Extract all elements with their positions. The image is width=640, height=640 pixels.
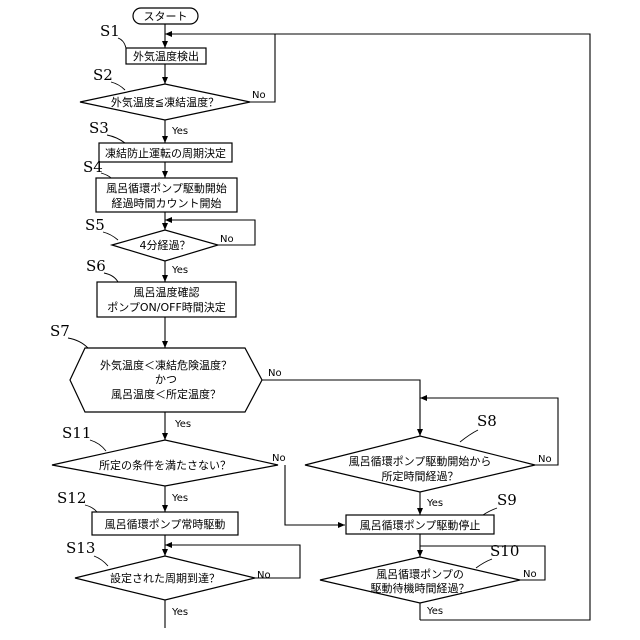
- s10-label: S10: [490, 542, 519, 560]
- s5-leader: [103, 232, 118, 240]
- s6-line2: ポンプON/OFF時間決定: [107, 300, 226, 314]
- step-s1: 外気温度検出 S1: [100, 22, 206, 64]
- step-s12: 風呂循環ポンプ常時駆動 S12: [57, 489, 238, 535]
- s10-line2: 駆動待機時間経過？: [371, 581, 470, 595]
- s13-leader: [94, 556, 108, 566]
- decision-s10: 風呂循環ポンプの 駆動待機時間経過？ S10 No Yes: [320, 542, 537, 617]
- decision-s11: 所定の条件を満たさない？ S11 No Yes: [52, 424, 286, 504]
- s8-yes: Yes: [426, 498, 443, 509]
- s7-yes: Yes: [174, 419, 191, 430]
- decision-s5: 4分経過？ S5 No Yes: [85, 216, 234, 276]
- s13-label: S13: [66, 539, 95, 557]
- step-s3: 凍結防止運転の周期決定 S3: [89, 119, 232, 162]
- s7-leader: [68, 338, 88, 348]
- s8-no: No: [538, 454, 552, 465]
- s5-yes: Yes: [171, 265, 188, 276]
- s4-line2: 経過時間カウント開始: [112, 196, 222, 210]
- step-s6: 風呂温度確認 ポンプON/OFF時間決定 S6: [86, 257, 236, 317]
- s4-label: S4: [83, 158, 103, 176]
- s13-no: No: [257, 570, 271, 581]
- s6-label: S6: [86, 257, 106, 275]
- s7-no: No: [268, 368, 282, 379]
- s3-leader: [107, 135, 125, 143]
- s5-label: S5: [85, 216, 105, 234]
- s10-yes: Yes: [426, 606, 443, 617]
- s11-no: No: [272, 453, 286, 464]
- decision-s13: 設定された周期到達？ S13 No Yes: [66, 539, 271, 618]
- s8-leader: [460, 430, 478, 442]
- s2-text: 外気温度≦凍結温度？: [111, 95, 219, 109]
- s9-leader: [483, 508, 497, 515]
- s6-leader: [104, 273, 118, 282]
- s11-label: S11: [62, 424, 91, 442]
- s1-label: S1: [100, 22, 120, 40]
- arrow-s11-no-s9: [285, 465, 345, 525]
- s2-no: No: [252, 90, 266, 101]
- decision-s7: 外気温度＜凍結危険温度？ かつ 風呂温度＜所定温度？ S7 No Yes: [50, 322, 282, 430]
- s9-text: 風呂循環ポンプ駆動停止: [360, 518, 481, 532]
- s5-text: 4分経過？: [140, 239, 191, 252]
- s7-line2: かつ: [155, 373, 177, 386]
- s2-leader: [111, 82, 125, 90]
- s7-label: S7: [50, 322, 70, 340]
- s10-line1: 風呂循環ポンプの: [376, 568, 464, 581]
- s12-leader: [85, 505, 97, 512]
- s13-text: 設定された周期到達？: [110, 571, 220, 585]
- s8-line1: 風呂循環ポンプ駆動開始から: [349, 454, 492, 468]
- s2-label: S2: [93, 66, 113, 84]
- s13-yes: Yes: [171, 607, 188, 618]
- s11-leader: [90, 440, 106, 451]
- s2-yes: Yes: [171, 126, 188, 137]
- start-terminal: スタート: [133, 8, 198, 24]
- s6-line1: 風呂温度確認: [134, 285, 200, 299]
- s10-leader: [476, 559, 492, 568]
- s8-label: S8: [477, 412, 497, 430]
- arrow-s7-no-s8: [262, 380, 420, 436]
- s3-text: 凍結防止運転の周期決定: [105, 146, 226, 160]
- s11-text: 所定の条件を満たさない？: [99, 458, 231, 472]
- s12-label: S12: [57, 489, 86, 507]
- s10-no: No: [523, 569, 537, 580]
- s5-no: No: [220, 234, 234, 245]
- s3-label: S3: [89, 119, 109, 137]
- s11-yes: Yes: [171, 493, 188, 504]
- s12-text: 風呂循環ポンプ常時駆動: [105, 517, 226, 531]
- s7-line1: 外気温度＜凍結危険温度？: [100, 358, 232, 372]
- start-text: スタート: [144, 10, 188, 23]
- s4-line1: 風呂循環ポンプ駆動開始: [106, 181, 227, 195]
- step-s4: 風呂循環ポンプ駆動開始 経過時間カウント開始 S4: [83, 158, 237, 212]
- connectors: [165, 24, 590, 628]
- s8-line2: 所定時間経過？: [382, 469, 459, 483]
- s9-label: S9: [497, 491, 517, 509]
- s1-text: 外気温度検出: [133, 49, 199, 63]
- s7-line3: 風呂温度＜所定温度？: [111, 387, 221, 401]
